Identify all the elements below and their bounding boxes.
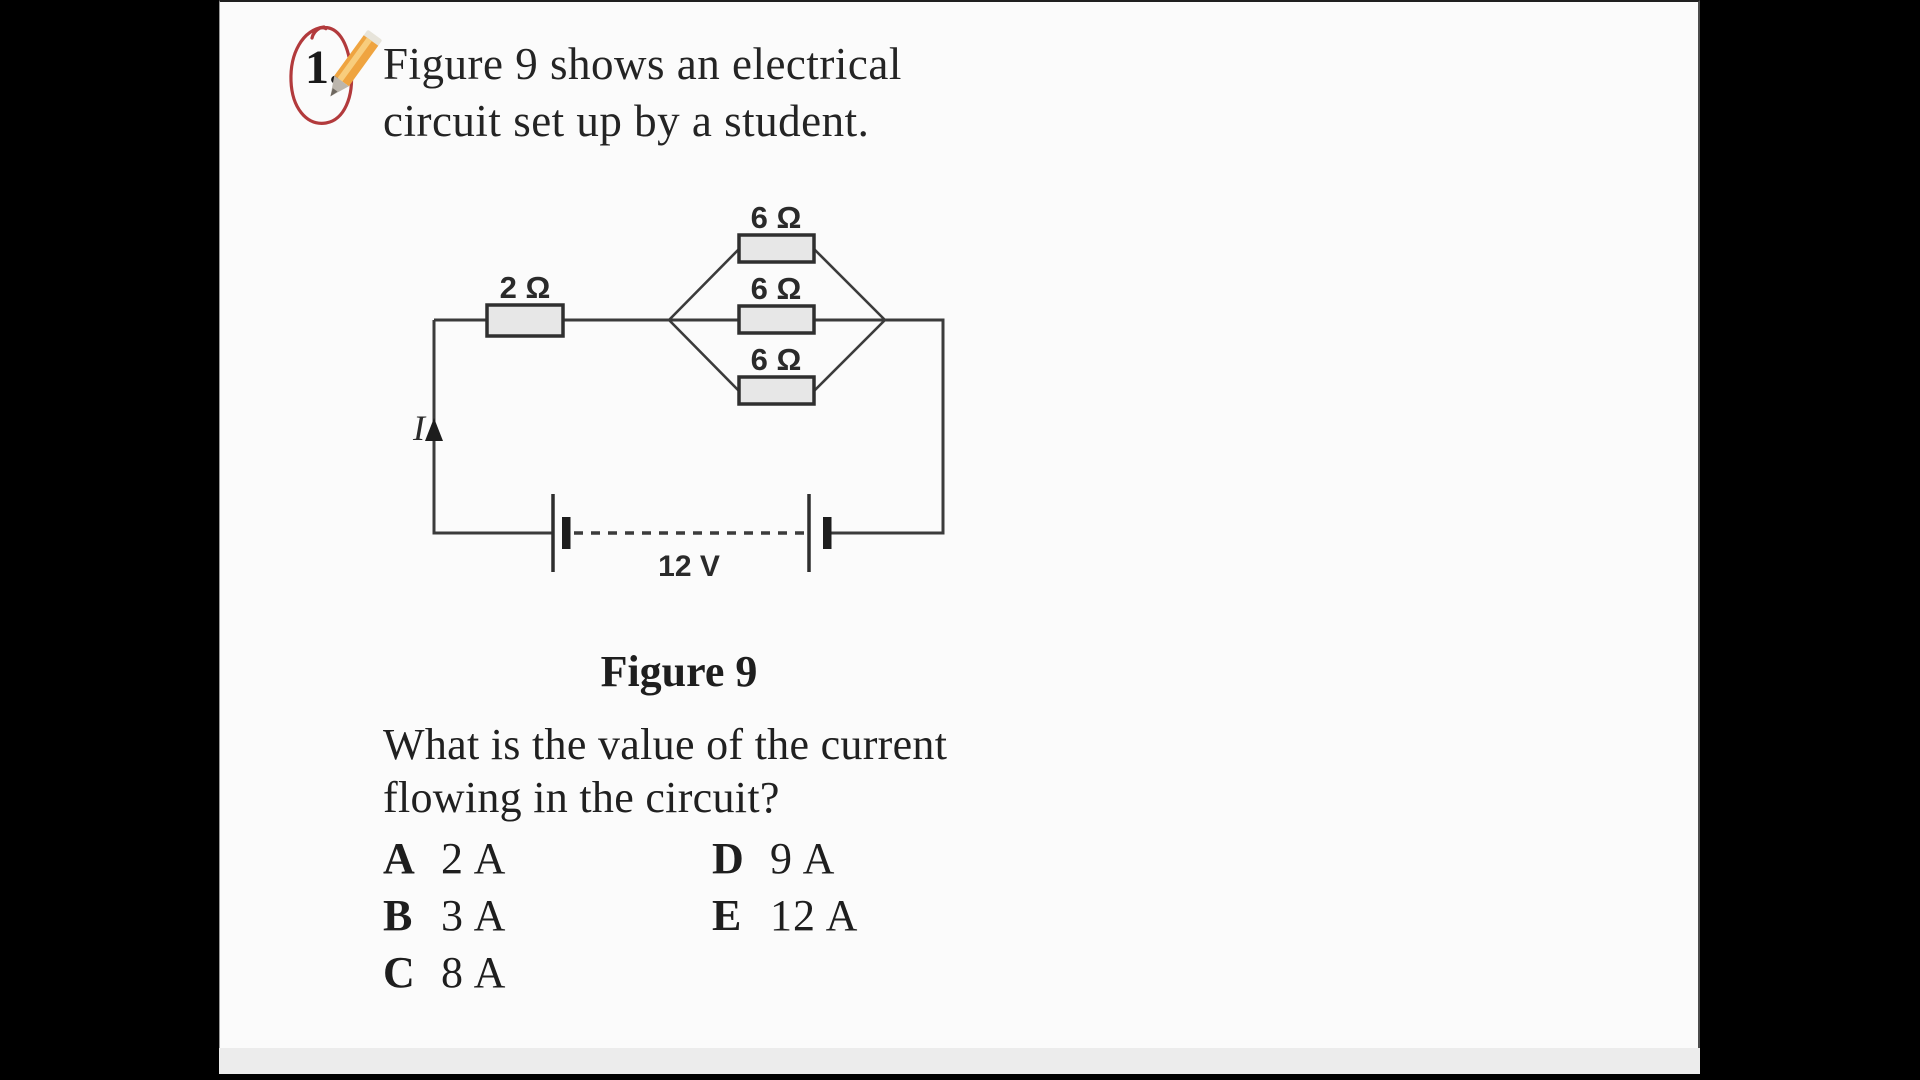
option-value: 3 A [441,891,507,940]
parallel-resistor-1 [737,233,816,264]
option-value: 2 A [441,834,507,883]
option-a: A 2 A [383,830,506,887]
option-e: E 12 A [712,887,858,944]
parallel-resistor-label-3: 6 Ω [751,342,802,377]
battery-right-cell [807,494,832,572]
heading-line-1: Figure 9 shows an electrical [383,39,902,89]
pencil-cursor-icon [330,30,382,97]
question-line-2: flowing in the circuit? [383,773,780,822]
option-value: 8 A [441,948,507,997]
options-column-right: D 9 A E 12 A [712,830,858,944]
battery-voltage-label: 12 V [658,550,720,583]
option-letter: E [712,891,742,940]
parallel-resistor-3 [737,375,816,406]
option-letter: A [383,834,415,883]
options-column-left: A 2 A B 3 A C 8 A [383,830,506,1001]
wire-diag-bottom-left [668,319,740,392]
option-letter: C [383,948,415,997]
circuit-diagram: 2 Ω 6 Ω 6 Ω 6 Ω 12 V I [412,200,945,583]
option-c: C 8 A [383,944,506,1001]
option-letter: B [383,891,413,940]
figure-caption: Figure 9 [600,647,758,696]
option-d: D 9 A [712,830,858,887]
wire-diag-bottom-right [813,319,886,392]
player-progress-strip [219,1048,1700,1074]
question-heading: Figure 9 shows an electrical circuit set… [383,36,902,150]
current-label: I [412,408,427,448]
current-arrow [425,418,443,441]
wire-left [432,320,553,535]
battery-left-cell [551,494,571,572]
series-resistor-label: 2 Ω [500,270,551,305]
option-value: 12 A [770,891,859,940]
series-resistor [485,303,565,338]
option-letter: D [712,834,744,883]
parallel-resistor-label-1: 6 Ω [751,200,802,235]
question-line-1: What is the value of the current [383,720,948,769]
parallel-resistor-2 [737,304,816,335]
red-circle-annotation [289,25,354,125]
document-page: 1. Figure 9 shows an electrical circuit … [219,0,1700,1074]
option-b: B 3 A [383,887,506,944]
wire-right [830,318,945,535]
parallel-resistor-label-2: 6 Ω [751,271,802,306]
wire-diag-top-right [813,248,886,321]
option-value: 9 A [770,834,836,883]
wire-diag-top-left [668,248,740,321]
heading-line-2: circuit set up by a student. [383,96,870,146]
question-text: What is the value of the current flowing… [383,718,947,824]
bottom-letterbox-bar [0,1074,1920,1080]
